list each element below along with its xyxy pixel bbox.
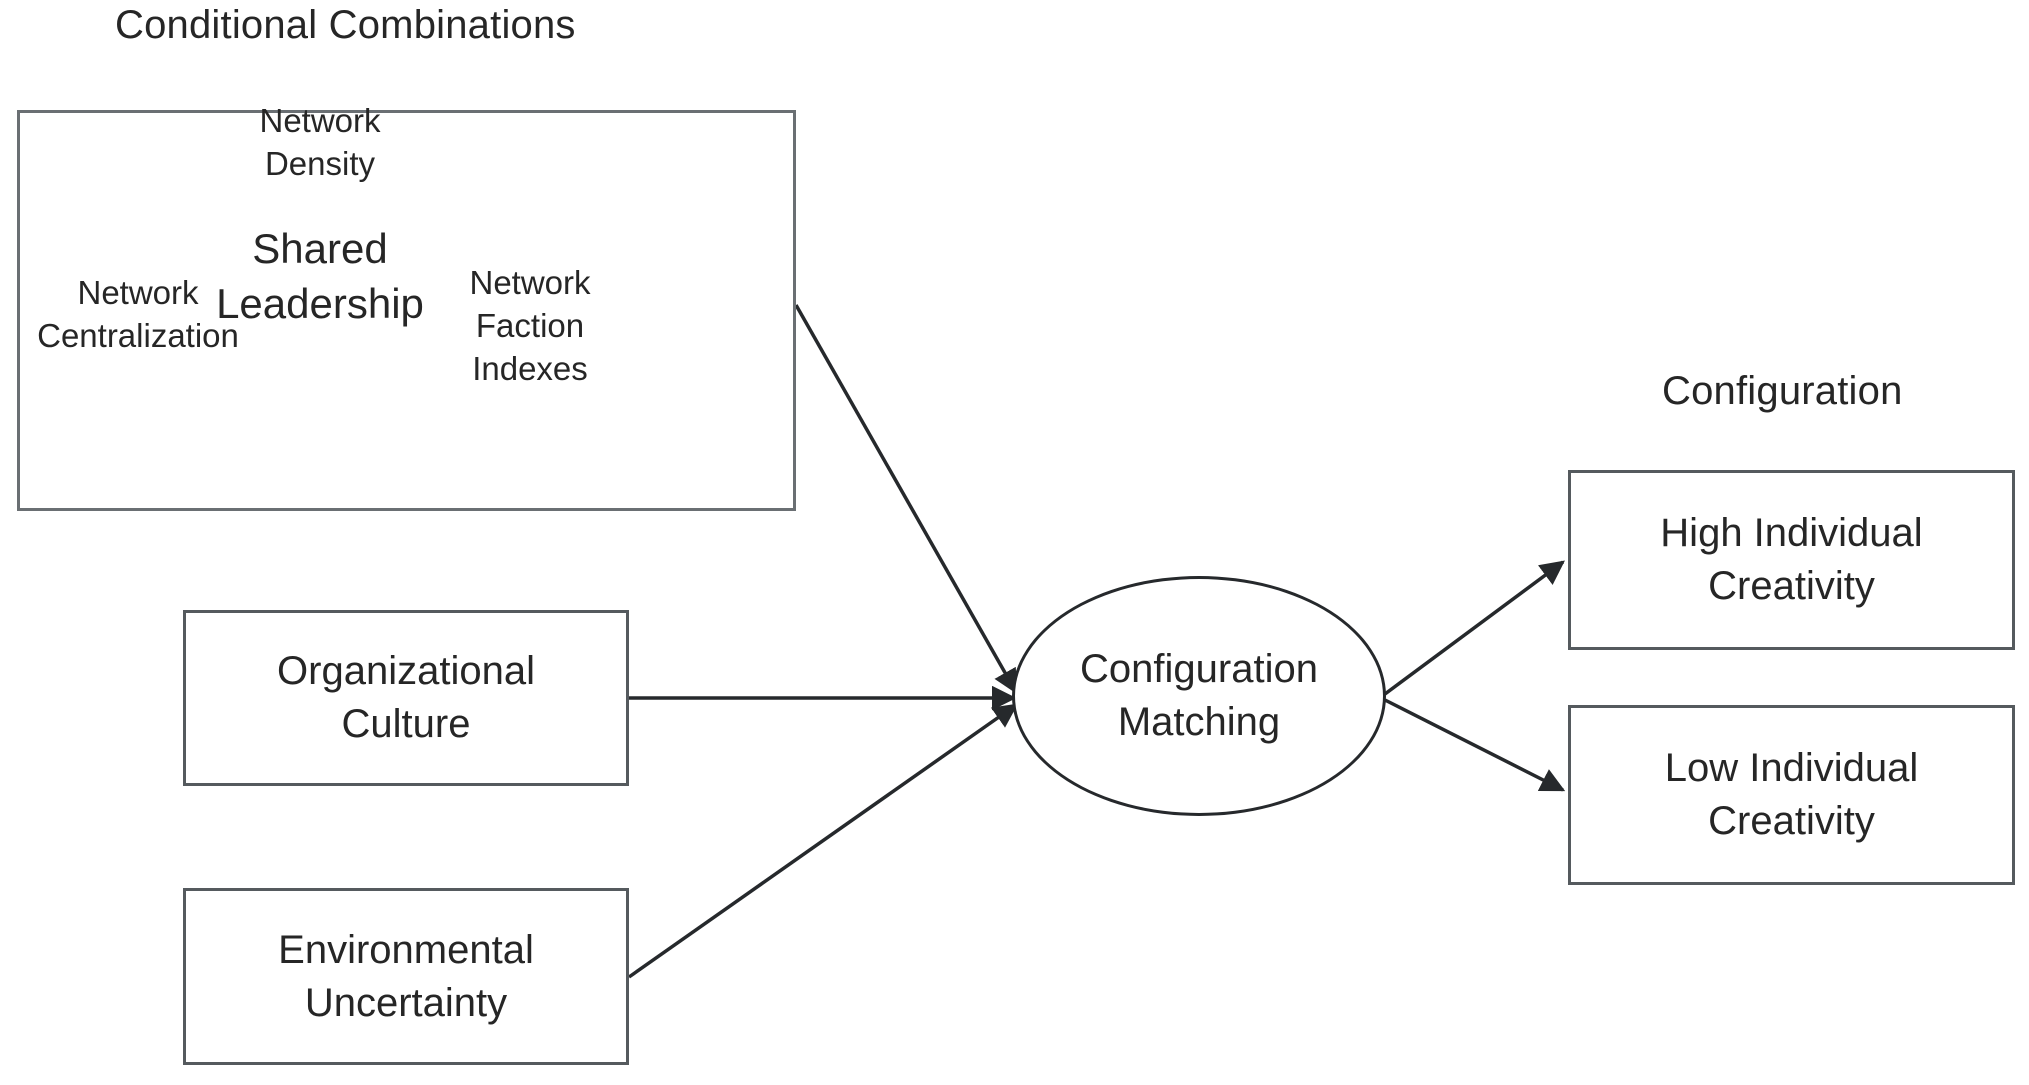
connector-matching-to-high-creativity xyxy=(1383,560,1565,696)
connector-uncertainty-to-matching xyxy=(627,703,1019,979)
node-configuration-matching[interactable]: Configuration Matching xyxy=(1012,576,1386,816)
node-low-individual-creativity-label: Low Individual Creativity xyxy=(1664,746,1919,843)
node-environmental-uncertainty[interactable]: Environmental Uncertainty xyxy=(183,888,629,1065)
connector-conditional-to-matching xyxy=(794,304,1018,695)
node-organizational-culture[interactable]: Organizational Culture xyxy=(183,610,629,786)
shared-leadership-label: Shared Leadership xyxy=(216,225,424,327)
node-environmental-uncertainty-label: Environmental Uncertainty xyxy=(278,927,534,1025)
node-high-individual-creativity-label: High Individual Creativity xyxy=(1660,511,1923,608)
connector-matching-to-low-creativity xyxy=(1384,698,1566,792)
vertex-label-network-density: Network Density xyxy=(259,102,381,182)
vertex-label-network-centralization: Network Centralization xyxy=(37,274,239,354)
conditional-combinations-frame xyxy=(17,110,796,511)
group-title-conditional-combinations: Conditional Combinations xyxy=(115,3,576,47)
node-configuration-matching-label: Configuration Matching xyxy=(1080,647,1318,744)
node-organizational-culture-label: Organizational Culture xyxy=(277,649,535,746)
group-title-configuration: Configuration xyxy=(1662,369,1903,413)
node-low-individual-creativity[interactable]: Low Individual Creativity xyxy=(1568,705,2015,885)
node-high-individual-creativity[interactable]: High Individual Creativity xyxy=(1568,470,2015,650)
vertex-label-network-faction-indexes: Network Faction Indexes xyxy=(469,264,591,387)
